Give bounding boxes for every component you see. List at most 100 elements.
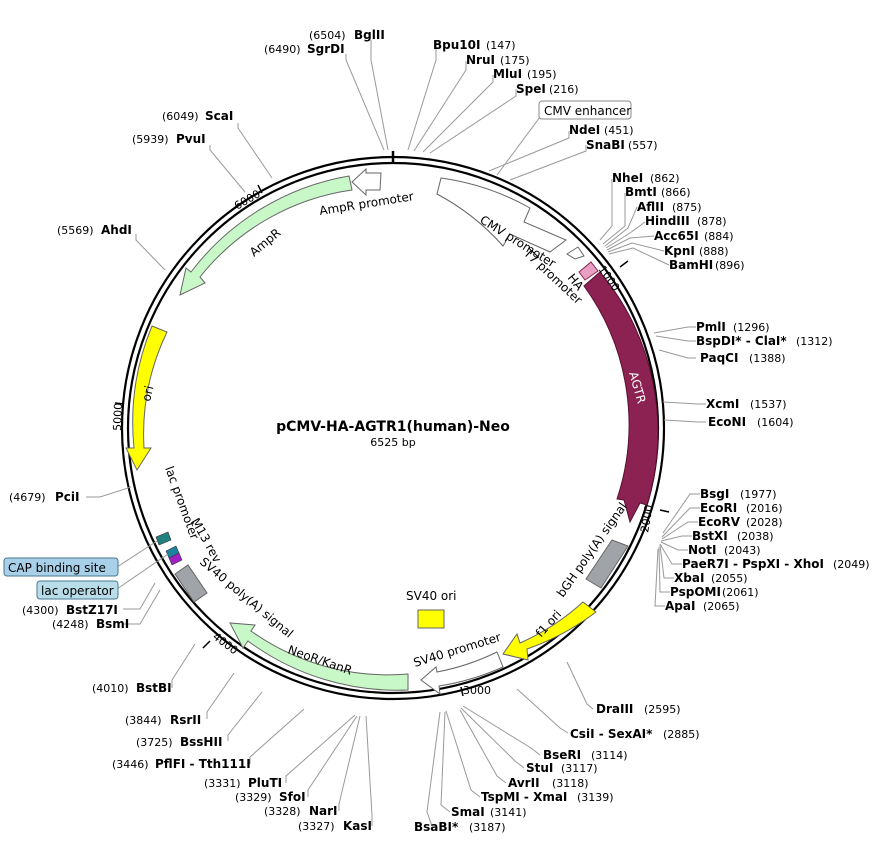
site-name-spei: SpeI [516,82,546,96]
cap-site-box [3,557,119,577]
site-name-nhei: NheI [612,171,643,185]
site-name-bsmi: BsmI [96,617,129,631]
site-name-bsgi: BsgI [700,487,729,501]
site-name-paqci: PaqCI [700,351,738,365]
site-pos-spei: (216) [549,83,579,96]
site-name-bpu10i: Bpu10I [433,38,480,52]
site-name-sgrdi: SgrDI [307,42,345,56]
site-pos-stui: (3117) [561,762,598,775]
cmv-enhancer-leader [496,116,541,176]
sv40-promoter-arrow [420,651,504,696]
site-name-bstz17i: BstZ17I [66,603,118,617]
ampr-promoter-arrow [351,167,382,197]
cmv-enhancer-box [538,100,632,120]
site-pos-pmli: (1296) [733,321,770,334]
site-name-pvui: PvuI [176,132,206,146]
site-name-bspdi: BspDI* - ClaI* [696,334,787,348]
lac-operator-leader [116,553,169,590]
site-pos-snabi: (557) [628,139,658,152]
site-pos-bpu10i: (147) [486,39,516,52]
cap-site-label: CAP binding site [8,561,106,575]
cap-site-leader [116,540,158,568]
site-pos-bstxi: (2038) [737,530,774,543]
site-pos-avrii: (3118) [552,777,589,790]
site-name-sfoi: SfoI [279,790,306,804]
site-pos-xbai: (2055) [711,572,748,585]
site-pos-aflii: (875) [672,201,702,214]
site-name-kasi: KasI [343,819,372,833]
site-pos-bsabi: (3187) [469,821,506,834]
site-name-pluti: PluTI [248,776,282,790]
tick-line-6000 [257,184,263,194]
f1-ori-arrow [502,601,597,661]
ori-label: ori [139,384,156,402]
site-labels: (6504) BglII (6490) SgrDI (6049) ScaI (5… [9,28,870,834]
site-name-ecori: EcoRI [700,501,737,515]
site-pos-draiii: (2595) [644,703,681,716]
tick-line-3000 [460,686,464,697]
site-leaders [86,40,706,827]
tick-line-2000 [659,509,670,513]
site-pos-rsrii: (3844) [125,714,162,727]
site-name-rsrii: RsrII [170,713,201,727]
site-name-bstbi: BstBI [136,681,172,695]
site-pos-sgrdi: (6490) [264,43,301,56]
plasmid-length: 6525 bp [370,436,415,449]
site-pos-ahdi: (5569) [57,224,94,237]
site-pos-kasi: (3327) [298,820,335,833]
site-name-nari: NarI [309,804,338,818]
cap-site-mark [155,531,172,546]
site-pos-pcii: (4679) [9,491,46,504]
ampr-arrow [179,175,353,296]
site-pos-paer7i: (2049) [833,558,870,571]
neor-arrow [229,622,409,691]
site-name-pmli: PmlI [696,320,726,334]
tick-6000: 6000 [232,187,263,212]
site-name-aflii: AflII [637,200,664,214]
site-pos-mlui: (195) [527,68,557,81]
agtr-arrow [583,271,659,524]
site-name-bseri: BseRI [543,748,581,762]
tick-5000: 5000 [111,403,125,431]
site-pos-econi: (1604) [757,416,794,429]
site-name-smai: SmaI [451,805,485,819]
cmv-promoter-arrow [436,177,567,253]
site-name-pcii: PciI [55,490,80,504]
site-pos-pspomi: (2061) [722,586,759,599]
m13-rev-mark [168,552,183,566]
site-name-pspomi: PspOMI [670,585,721,599]
site-name-bsshii: BssHII [180,735,222,749]
sv40-ori-label: SV40 ori [406,589,457,603]
site-name-pflfi: PflFI - Tth111I [155,757,251,771]
site-name-acc65i: Acc65I [654,229,699,243]
site-name-ahdi: AhdI [101,223,132,237]
site-name-bglii: BglII [354,28,385,42]
site-name-draiii: DraIII [596,702,633,716]
site-name-xcmi: XcmI [706,397,739,411]
site-name-bmti: BmtI [625,185,657,199]
site-pos-csii: (2885) [663,728,700,741]
site-name-scai: ScaI [205,109,233,123]
bgh-polya-box [585,539,629,589]
site-pos-pvui: (5939) [132,133,169,146]
lac-promoter-label: lac promoter [162,464,201,541]
sv40-polya-box [174,564,208,603]
site-pos-bspdi: (1312) [796,335,833,348]
site-pos-ndei: (451) [604,124,634,137]
ori-arrow [125,325,168,472]
site-pos-acc65i: (884) [704,230,734,243]
site-name-bsabi: BsaBI* [414,820,459,834]
site-name-noti: NotI [688,543,717,557]
site-name-xbai: XbaI [674,571,704,585]
site-name-apai: ApaI [665,599,695,613]
site-name-bamhi: BamHI [669,258,713,272]
tick-2000: 2000 [638,504,656,534]
site-name-ndei: NdeI [569,123,600,137]
site-pos-apai: (2065) [703,600,740,613]
plasmid-name: pCMV-HA-AGTR1(human)-Neo [276,419,510,435]
site-name-hindiii: HindIII [645,214,690,228]
site-pos-bsmi: (4248) [52,618,89,631]
site-pos-smai: (3141) [490,806,527,819]
cmv-enhancer-label: CMV enhancer [544,104,631,118]
